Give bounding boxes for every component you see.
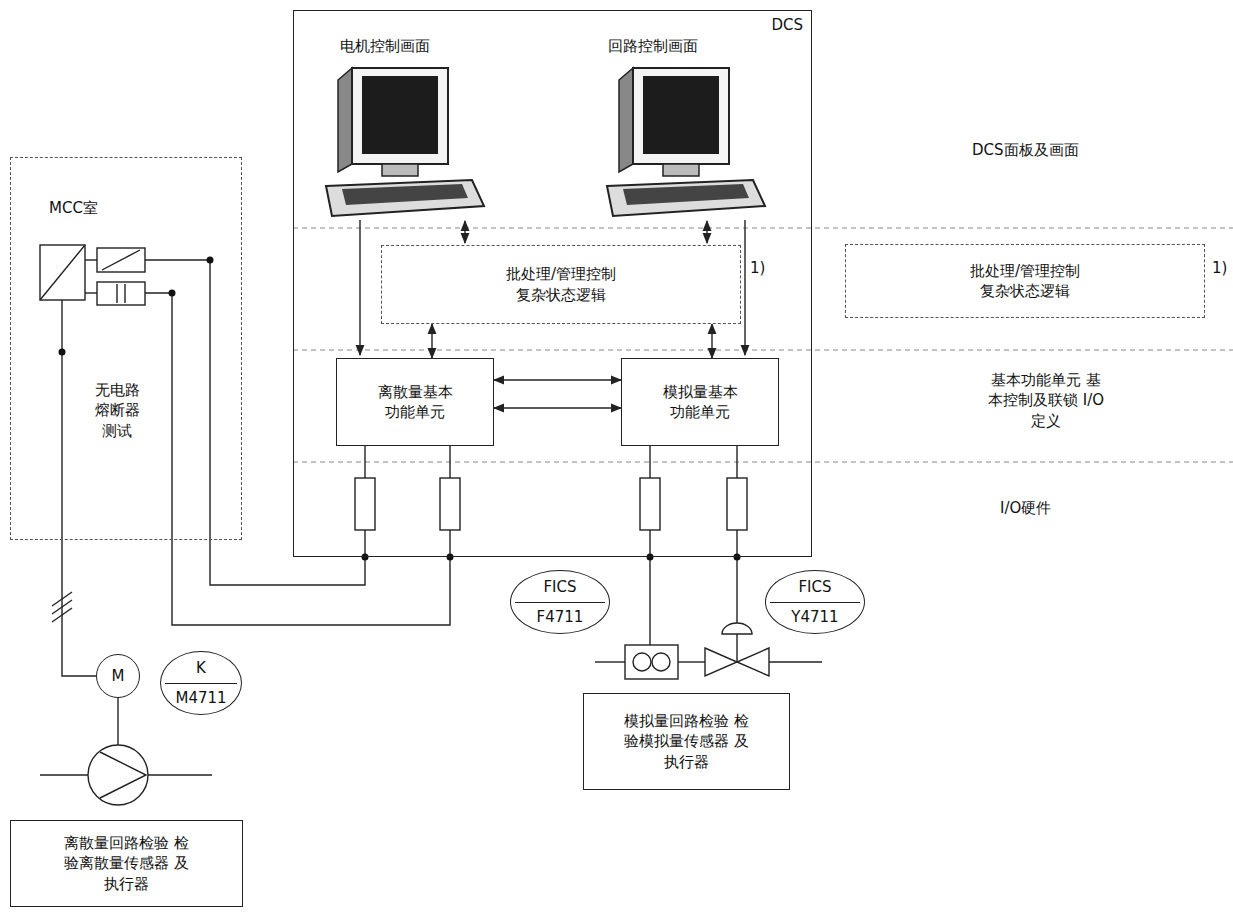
discrete-unit-box: 离散量基本 功能单元 [336, 358, 494, 446]
io-hardware [355, 445, 747, 645]
layer-divider [293, 228, 1233, 462]
monitor [326, 68, 484, 216]
connector [62, 540, 96, 676]
node-text: K [196, 658, 206, 678]
analog-unit-box: 模拟量基本 功能单元 [621, 358, 779, 446]
signal-line [360, 220, 745, 355]
node-text: 离散量回路检验 检验离散量传感器 及执行器 [61, 833, 193, 894]
monitor [607, 68, 765, 216]
field-devices [40, 623, 822, 805]
dcs-system-box: DCS 批处理/管理控制 复杂状态逻辑离散量基本 功能单元 模拟量基本 功能单元 [293, 10, 812, 557]
layer-label: DCS面板及画面 [972, 140, 1079, 160]
instrument-bubble: K M4711 [160, 651, 242, 715]
node-text: 模拟量基本 功能单元 [660, 382, 740, 423]
node-text: Y4711 [791, 607, 838, 627]
node-text: MCC室 [49, 198, 98, 218]
mcc-room-box: MCC室无电路 熔断器 测试 [10, 157, 242, 540]
layer-label: I/O硬件 [1000, 498, 1051, 518]
motor-circle: M [96, 654, 140, 698]
node-text: FICS [798, 577, 831, 597]
node-text: M4711 [175, 688, 226, 708]
connector [494, 407, 621, 408]
connector [431, 324, 432, 358]
node-text: 模拟量回路检验 检验模拟量传感器 及执行器 [621, 711, 753, 772]
batch-control-box: 批处理/管理控制 复杂状态逻辑 [845, 244, 1205, 318]
instrument-bubble: FICS F4711 [510, 570, 610, 634]
node-text: F4711 [537, 607, 584, 627]
node-text: 批处理/管理控制 复杂状态逻辑 [499, 264, 624, 305]
instrument-bubble: FICS Y4711 [765, 570, 865, 634]
check-box: 模拟量回路检验 检验模拟量传感器 及执行器 [583, 693, 790, 790]
node-text: FICS [543, 577, 576, 597]
check-box: 离散量回路检验 检验离散量传感器 及执行器 [10, 820, 243, 907]
callout-number: 1) [1212, 258, 1227, 278]
batch-control-box: 批处理/管理控制 复杂状态逻辑 [381, 245, 741, 324]
layer-label: 基本功能单元 基本控制及联锁 I/O定义 [985, 370, 1107, 431]
node-text: 无电路 熔断器 测试 [91, 380, 143, 441]
node-text: DCS [771, 15, 803, 35]
screen-label: 电机控制画面 [340, 36, 430, 56]
connector [494, 379, 621, 380]
node-text: M [112, 666, 125, 686]
connector [711, 324, 712, 358]
callout-number: 1) [750, 258, 765, 278]
screen-label: 回路控制画面 [608, 36, 698, 56]
node-text: 离散量基本 功能单元 [375, 382, 455, 423]
node-text: 批处理/管理控制 复杂状态逻辑 [963, 261, 1088, 302]
